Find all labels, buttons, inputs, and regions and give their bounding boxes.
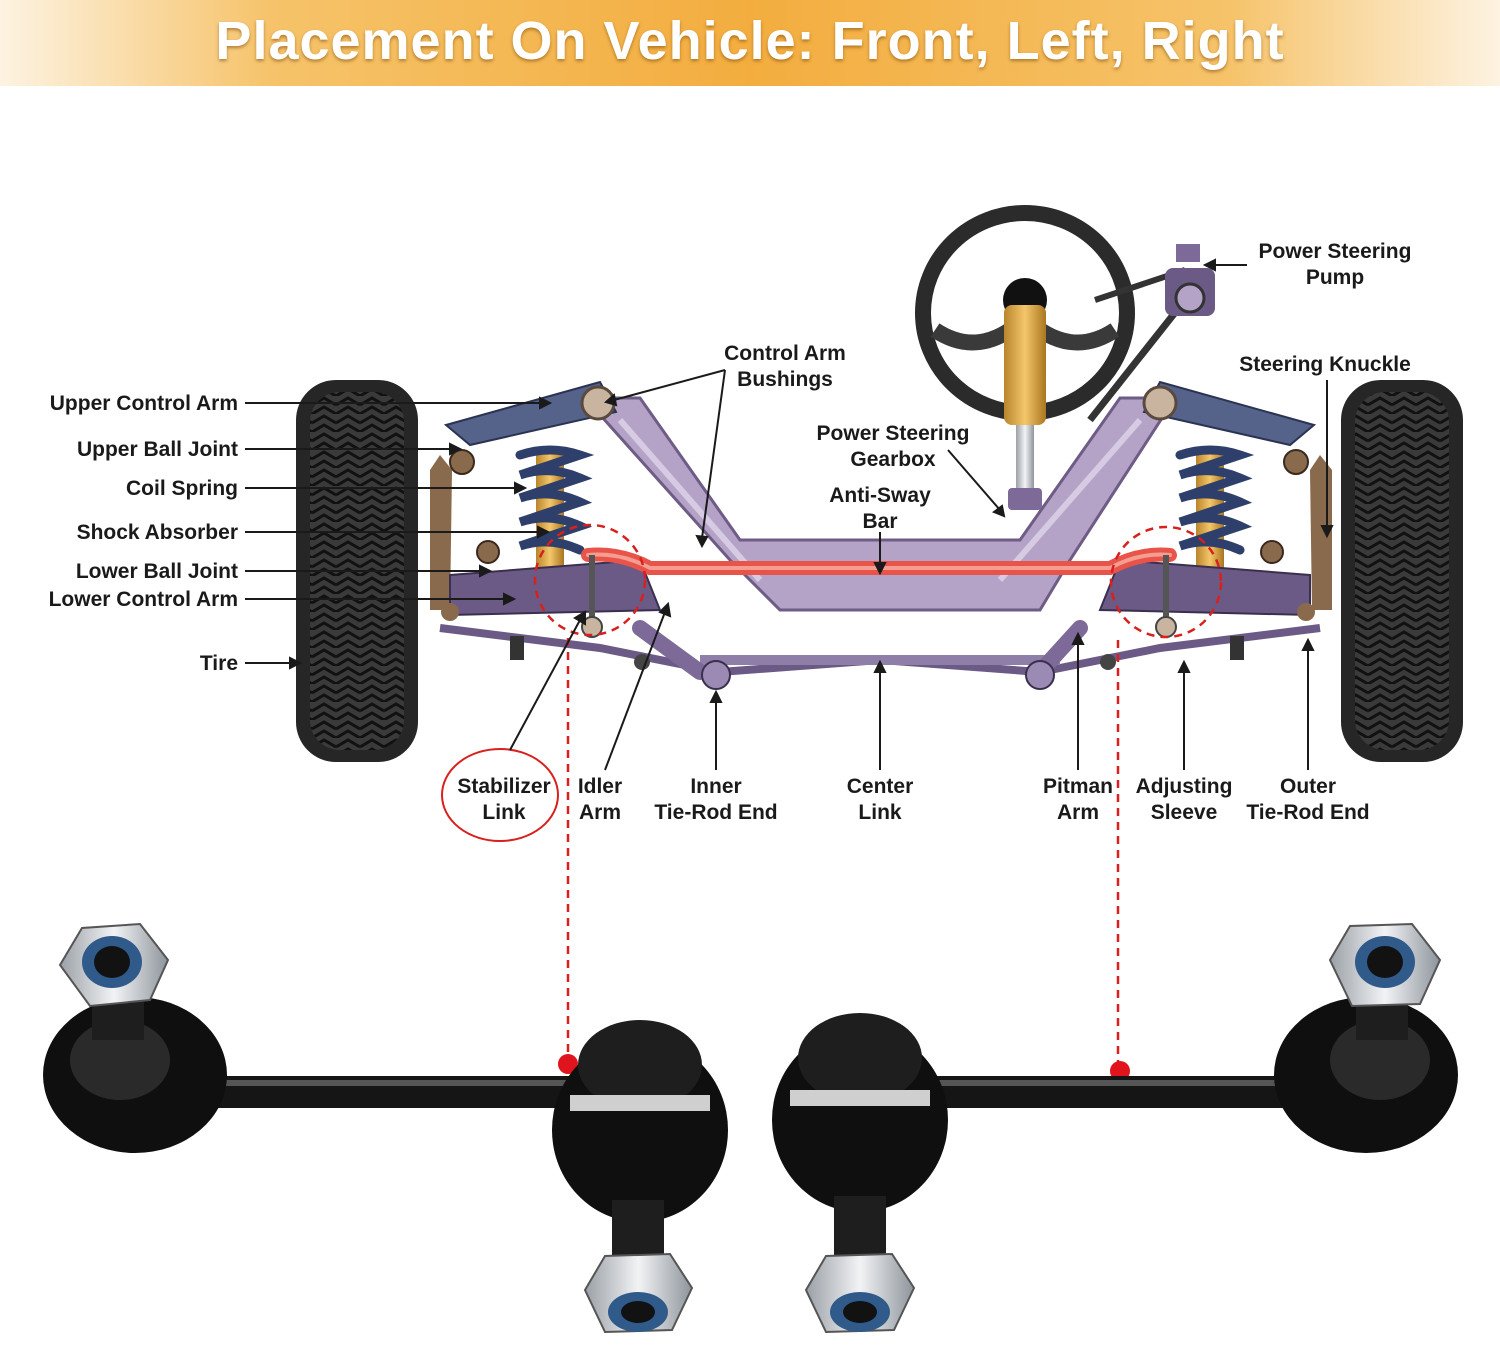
right-control-arm-bushing (1142, 385, 1178, 421)
power-steering-pump (1087, 244, 1215, 423)
stabilizer-label-highlight (441, 748, 559, 842)
label-center-link-2: Link (858, 801, 901, 824)
left-lower-control-arm (449, 558, 662, 617)
suspension-diagram: Upper Control Arm Upper Ball Joint Coil … (43, 205, 1463, 1334)
left-upper-ball-joint (449, 449, 475, 475)
steering-column (1004, 305, 1046, 510)
left-stabilizer-link-product (43, 922, 728, 1334)
label-idler-arm-1: Idler (578, 775, 622, 798)
label-upper-control-arm: Upper Control Arm (50, 392, 238, 415)
label-control-arm-bushings-1: Control Arm (724, 342, 846, 365)
leader-lines (245, 258, 1334, 771)
right-upper-control-arm (1142, 380, 1317, 447)
label-pitman-arm-1: Pitman (1043, 775, 1113, 798)
right-lower-ball-joint (1260, 540, 1284, 564)
label-anti-sway-bar-1: Anti-Sway (829, 484, 931, 507)
label-tire: Tire (200, 652, 238, 675)
label-steering-knuckle: Steering Knuckle (1239, 353, 1411, 376)
label-outer-tie-rod-end-2: Tie-Rod End (1246, 801, 1369, 824)
right-stabilizer-highlight (1109, 525, 1223, 639)
left-stabilizer-highlight (533, 523, 647, 637)
label-adjusting-sleeve-1: Adjusting (1136, 775, 1233, 798)
label-anti-sway-bar-2: Bar (862, 510, 897, 533)
label-power-steering-gearbox-2: Gearbox (850, 448, 936, 471)
right-tire (1341, 380, 1463, 762)
label-idler-arm-2: Arm (579, 801, 621, 824)
title-banner (0, 0, 1500, 86)
label-outer-tie-rod-end-1: Outer (1280, 775, 1336, 798)
label-control-arm-bushings-2: Bushings (737, 368, 833, 391)
right-stabilizer-link-on-car (1155, 555, 1177, 638)
label-coil-spring: Coil Spring (126, 477, 238, 500)
left-upper-control-arm (443, 380, 618, 447)
label-stabilizer-link-1: Stabilizer (457, 775, 550, 798)
label-lower-ball-joint: Lower Ball Joint (76, 560, 238, 583)
left-stabilizer-link-on-car (581, 555, 603, 638)
label-center-link-1: Center (847, 775, 914, 798)
right-stabilizer-link-product (772, 922, 1458, 1334)
label-power-steering-pump-2: Pump (1306, 266, 1364, 289)
label-upper-ball-joint: Upper Ball Joint (77, 438, 238, 461)
left-coil-spring (515, 445, 595, 568)
label-stabilizer-link-2: Link (482, 801, 525, 824)
page-title: Placement On Vehicle: Front, Left, Right (215, 11, 1285, 71)
left-connector-dot (558, 1054, 578, 1074)
right-upper-ball-joint (1283, 449, 1309, 475)
label-lower-control-arm: Lower Control Arm (49, 588, 238, 611)
left-lower-ball-joint (476, 540, 500, 564)
label-inner-tie-rod-end-1: Inner (690, 775, 741, 798)
label-power-steering-pump-1: Power Steering (1259, 240, 1412, 263)
right-lower-control-arm (1098, 558, 1311, 617)
label-inner-tie-rod-end-2: Tie-Rod End (654, 801, 777, 824)
label-shock-absorber: Shock Absorber (77, 521, 238, 544)
label-adjusting-sleeve-2: Sleeve (1151, 801, 1218, 824)
label-power-steering-gearbox-1: Power Steering (817, 422, 970, 445)
label-pitman-arm-2: Arm (1057, 801, 1099, 824)
